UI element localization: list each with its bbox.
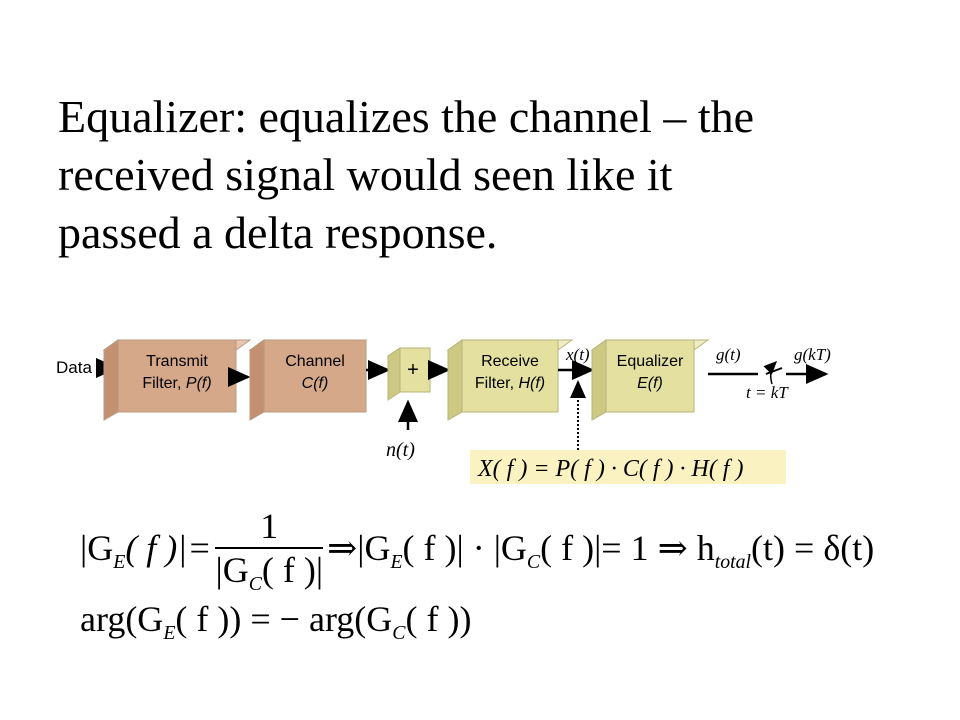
combined-response-formula: X( f ) = P( f ) · C( f ) · H( f ) (477, 456, 743, 482)
receive-filter-line2: Filter, H(f) (475, 375, 545, 392)
receive-filter-block: Receive Filter, H(f) (446, 339, 574, 421)
gt-label: g(t) (716, 345, 741, 364)
noise-label: n(t) (386, 439, 415, 461)
gkt-label: g(kT) (794, 345, 831, 364)
magnitude-equation: |GE( f )|= 1 |GC( f )| ⇒|GE( f )| · |GC(… (80, 505, 940, 595)
channel-block: Channel C(f) (248, 339, 368, 421)
channel-line1: Channel (285, 353, 345, 370)
equalizer-line2: E(f) (637, 375, 663, 392)
sample-time-label: t = kT (746, 383, 789, 402)
transmit-filter-line2: Filter, P(f) (142, 375, 211, 392)
equalizer-line1: Equalizer (617, 353, 684, 370)
eq1-fraction: 1 |GC( f )| (215, 506, 324, 596)
adder-block: + (386, 347, 432, 401)
phase-equation: arg(GE( f )) = − arg(GC( f )) (80, 599, 472, 645)
xt-label: x(t) (565, 345, 590, 364)
eq1-rhs: ⇒|GE( f )| · |GC( f )|= 1 ⇒ htotal(t) = … (327, 528, 875, 574)
sampler-switch (765, 367, 783, 375)
slide-heading: Equalizer: equalizes the channel – the r… (58, 88, 938, 262)
adder-symbol: + (407, 359, 419, 381)
receive-filter-line1: Receive (481, 353, 539, 370)
combined-response-box (470, 450, 786, 484)
heading-line-3: passed a delta response. (58, 207, 498, 258)
equalizer-block: Equalizer E(f) (590, 339, 710, 421)
heading-line-1: Equalizer: equalizes the channel – the (58, 91, 755, 142)
heading-line-2: received signal would seen like it (58, 149, 673, 200)
transmit-filter-line1: Transmit (146, 353, 208, 370)
equalizer-block-diagram: Data Transmit Filter, P(f) Channel C(f) … (56, 339, 831, 484)
channel-line2: C(f) (302, 375, 329, 392)
eq1-lhs: |GE( f )|= (80, 528, 212, 574)
transmit-filter-block: Transmit Filter, P(f) (102, 339, 252, 421)
data-input-label: Data (56, 358, 92, 377)
sampler-curved-arrow (763, 360, 778, 385)
